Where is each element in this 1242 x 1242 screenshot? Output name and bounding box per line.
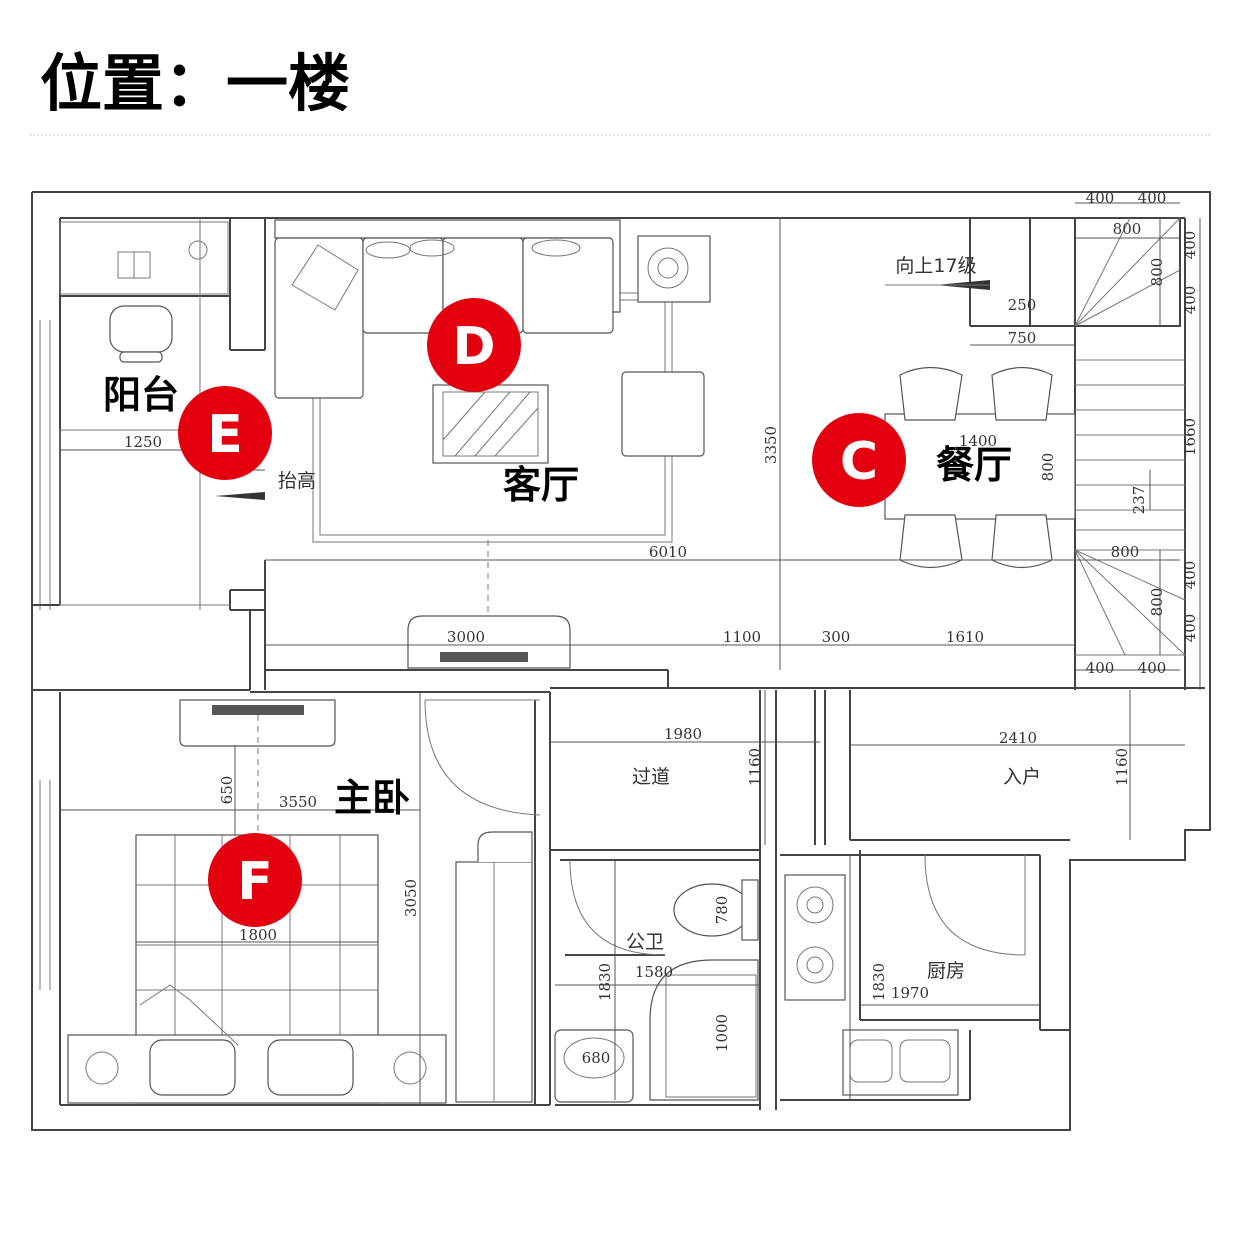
dim-label: 1100 [723,628,761,646]
dim-label: 680 [582,1049,611,1067]
balcony-furniture [59,240,208,606]
dim-label: 400 [1181,231,1199,260]
dim-label: 1400 [959,432,997,450]
dim-label: 1980 [664,725,702,743]
dim-label: 1580 [635,963,673,981]
stairs-up-note: 向上17级 [895,255,976,277]
dining-furniture [884,366,1076,569]
dim-label: 3550 [279,793,317,811]
dim-label: 1830 [870,963,888,1001]
room-labels: 过道 入户 公卫 厨房 向上17级 抬高 客厅 餐厅 阳台 主卧 [103,255,1041,982]
dim-label: 750 [1008,329,1037,347]
dim-label: 400 [1138,659,1167,677]
dim-label: 1160 [1113,748,1131,786]
dim-label: 1160 [746,748,764,786]
marker-d: D [427,298,521,392]
dim-label: 3000 [447,628,485,646]
dim-label: 250 [1008,296,1037,314]
bath-kitchen-fixtures [554,854,1026,1103]
dim-label: 1970 [891,984,929,1002]
dim-label: 1830 [596,963,614,1001]
dim-label: 400 [1181,614,1199,643]
room-label-kitchen: 厨房 [927,960,965,982]
dim-label: 1800 [239,926,277,944]
dim-label: 1610 [946,628,984,646]
dim-label: 3350 [762,426,780,464]
dim-label: 6010 [649,543,687,561]
living-room-furniture [274,219,711,669]
dim-label: 2410 [999,729,1037,747]
room-label-master-bedroom: 主卧 [334,776,410,820]
dim-label: 800 [1039,453,1057,482]
location-markers: D C E F [178,298,906,927]
dim-label: 3050 [402,879,420,917]
dim-label: 1250 [124,433,162,451]
dim-label: 780 [713,896,731,925]
dim-label: 400 [1181,286,1199,315]
dim-label: 1660 [1181,418,1199,456]
dim-label: 400 [1138,189,1167,207]
raised-floor-note: 抬高 [278,470,316,492]
dimension-labels: 400 400 800 800 400 400 250 750 1660 237… [124,189,1199,1067]
room-label-dining: 餐厅 [936,443,1012,487]
marker-f: F [208,833,302,927]
dim-label: 300 [822,628,851,646]
dim-label: 400 [1086,659,1115,677]
marker-c-letter: C [840,432,878,492]
room-label-bathroom: 公卫 [626,931,664,953]
dimension-lines [60,202,1201,1105]
dim-label: 237 [1130,486,1148,515]
marker-f-letter: F [237,852,273,912]
marker-d-letter: D [452,317,495,377]
marker-e: E [178,386,272,480]
page-title: 位置：一楼 [40,47,351,120]
staircase [885,217,1186,690]
marker-e-letter: E [207,405,243,465]
title-divider [30,134,1210,136]
dim-label: 650 [218,776,236,805]
dim-label: 400 [1181,561,1199,590]
dim-label: 1000 [713,1014,731,1052]
room-label-entrance: 入户 [1003,766,1041,788]
dim-label: 800 [1113,220,1142,238]
room-label-balcony: 阳台 [103,373,179,417]
dim-label: 800 [1148,588,1166,617]
dim-label: 800 [1148,258,1166,287]
room-label-corridor: 过道 [632,766,670,788]
dim-label: 800 [1111,543,1140,561]
dim-label: 400 [1086,189,1115,207]
bedroom-furniture [67,699,541,1104]
room-label-living: 客厅 [503,463,579,507]
marker-c: C [812,413,906,507]
